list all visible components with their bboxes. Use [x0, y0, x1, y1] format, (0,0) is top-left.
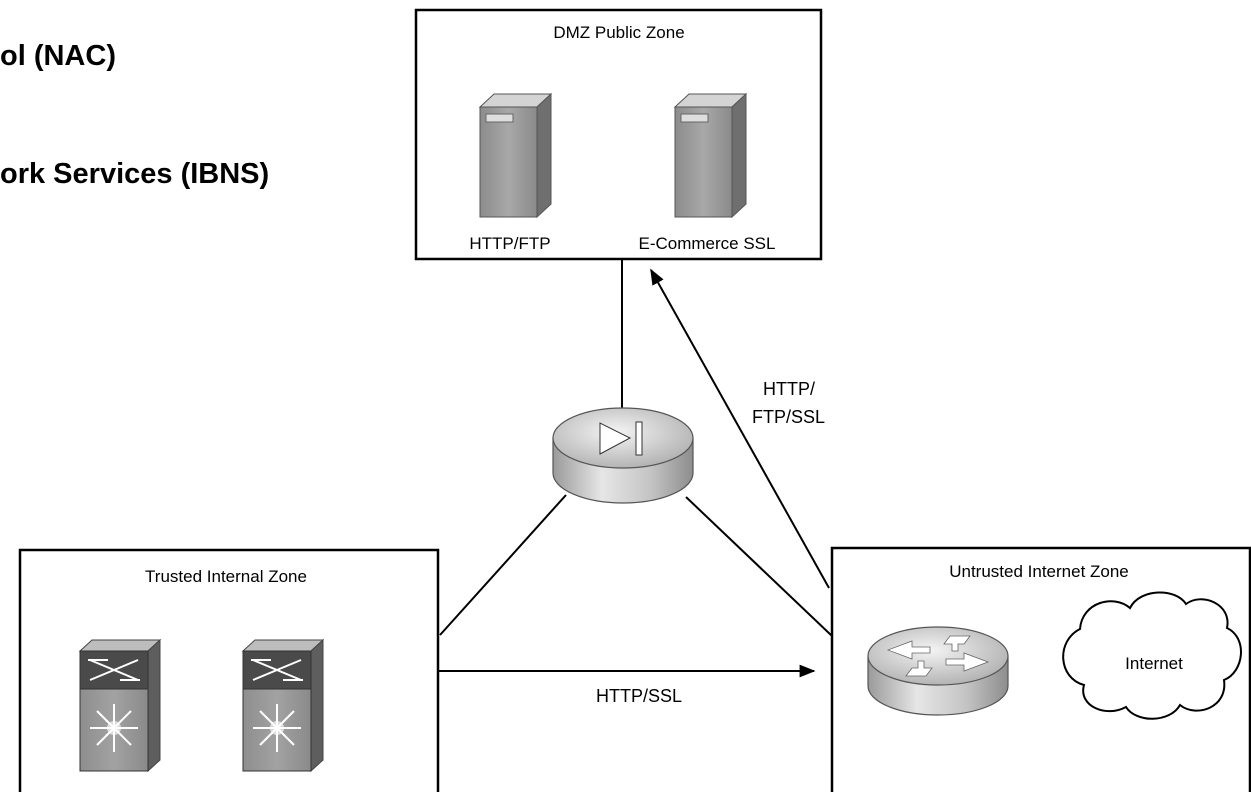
flow-label-http-ssl: HTTP/SSL: [596, 686, 682, 706]
multilayer-switch-icon: [241, 638, 325, 773]
firewall-to-trusted-link: [439, 494, 567, 636]
flow-label-http-ftp-ssl-line2: FTP/SSL: [752, 407, 825, 427]
server-icon: [673, 92, 748, 219]
internet-cloud-icon: [1062, 591, 1242, 720]
multilayer-switch-icon: [78, 638, 162, 773]
server-icon: [478, 92, 553, 219]
flow-label-http-ftp-ssl-line1: HTTP/: [763, 379, 815, 399]
server-ecommerce-ssl-label: E-Commerce SSL: [639, 234, 776, 253]
firewall-icon: [552, 407, 694, 504]
internet-cloud-label: Internet: [1125, 654, 1183, 673]
dmz-zone-title: DMZ Public Zone: [553, 23, 684, 42]
router-icon: [867, 626, 1009, 716]
internet-to-dmz-arrow: [650, 268, 830, 589]
untrusted-zone-title: Untrusted Internet Zone: [949, 562, 1129, 581]
dmz-zone-box: [414, 8, 823, 261]
trusted-zone-title: Trusted Internal Zone: [145, 567, 307, 586]
firewall-to-untrusted-link: [685, 496, 833, 637]
slide-bullet-nac: ol (NAC): [0, 40, 116, 72]
slide-bullet-ibns: ork Services (IBNS): [0, 158, 270, 190]
server-http-ftp-label: HTTP/FTP: [469, 234, 550, 253]
